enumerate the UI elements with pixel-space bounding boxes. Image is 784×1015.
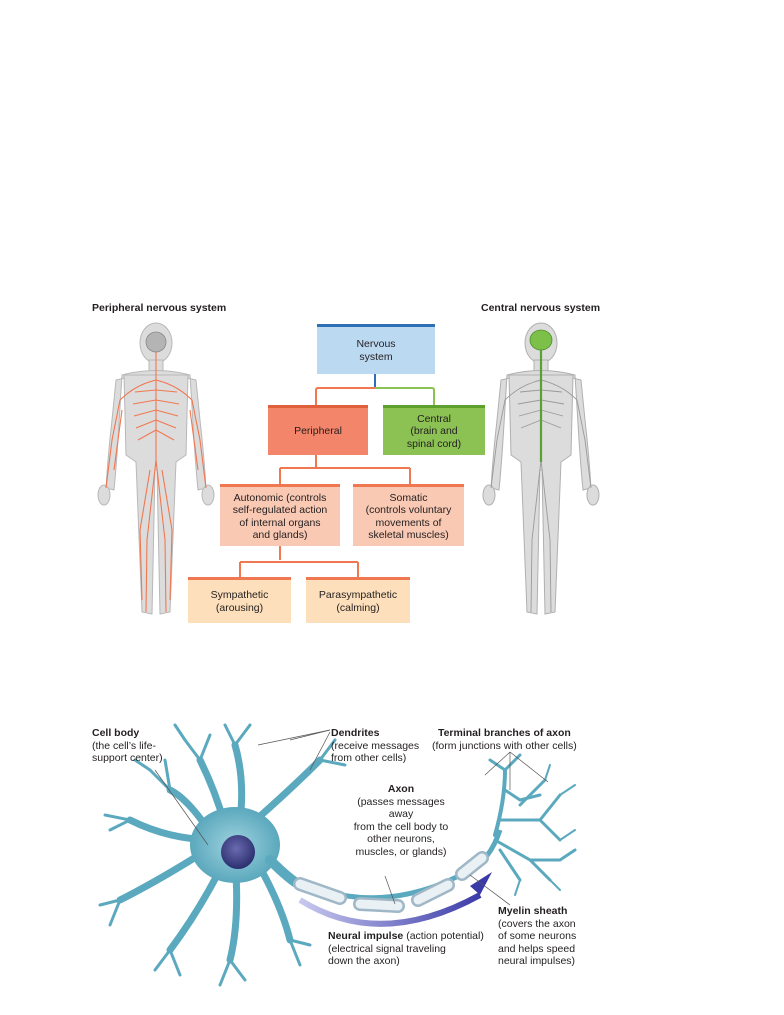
autonomic-box: Autonomic (controls self-regulated actio… (220, 484, 340, 546)
central-nervous-system-title: Central nervous system (481, 302, 601, 314)
dendrites-description: (receive messages from other cells) (331, 739, 420, 765)
sympathetic-label: Sympathetic (arousing) (210, 589, 269, 614)
peripheral-nervous-system-title: Peripheral nervous system (92, 302, 227, 314)
cell-body-label: Cell body (the cell’s life- support cent… (92, 727, 163, 765)
parasympathetic-box: Parasympathetic (calming) (306, 577, 410, 623)
neural-impulse-title: Neural impulse (328, 930, 404, 942)
axon-label: Axon (passes messages away from the cell… (345, 783, 457, 858)
parasympathetic-label: Parasympathetic (calming) (318, 589, 398, 614)
terminal-branches-title: Terminal branches of axon (437, 727, 571, 739)
autonomic-label: Autonomic (controls self-regulated actio… (232, 491, 328, 542)
terminal-branches-description: (form junctions with other cells) (432, 739, 577, 752)
axon-title: Axon (387, 783, 415, 795)
myelin-sheath-description: (covers the axon of some neurons and hel… (498, 917, 577, 968)
somatic-label: Somatic (controls voluntary movements of… (365, 491, 452, 542)
myelin-sheath-title: Myelin sheath (498, 905, 568, 917)
axon-description: (passes messages away from the cell body… (353, 795, 449, 858)
neural-impulse-subtitle: (action potential) (403, 930, 484, 942)
myelin-sheath-label: Myelin sheath (covers the axon of some n… (498, 905, 576, 968)
central-label: Central (brain and spinal cord) (406, 412, 462, 450)
somatic-box: Somatic (controls voluntary movements of… (353, 484, 464, 546)
nervous-system-box: Nervous system (317, 324, 435, 374)
central-box: Central (brain and spinal cord) (383, 405, 485, 455)
neural-impulse-label: Neural impulse (action potential) (elect… (328, 930, 484, 968)
dendrites-label: Dendrites (receive messages from other c… (331, 727, 419, 765)
cell-body-description: (the cell’s life- support center) (92, 739, 163, 765)
peripheral-label: Peripheral (294, 425, 342, 438)
dendrites-title: Dendrites (331, 727, 380, 739)
neural-impulse-description: (electrical signal traveling down the ax… (328, 942, 446, 968)
terminal-branches-label: Terminal branches of axon (form junction… (432, 727, 577, 752)
peripheral-box: Peripheral (268, 405, 368, 455)
sympathetic-box: Sympathetic (arousing) (188, 577, 291, 623)
cell-body-title: Cell body (92, 727, 140, 739)
nervous-system-label: Nervous system (356, 338, 396, 363)
